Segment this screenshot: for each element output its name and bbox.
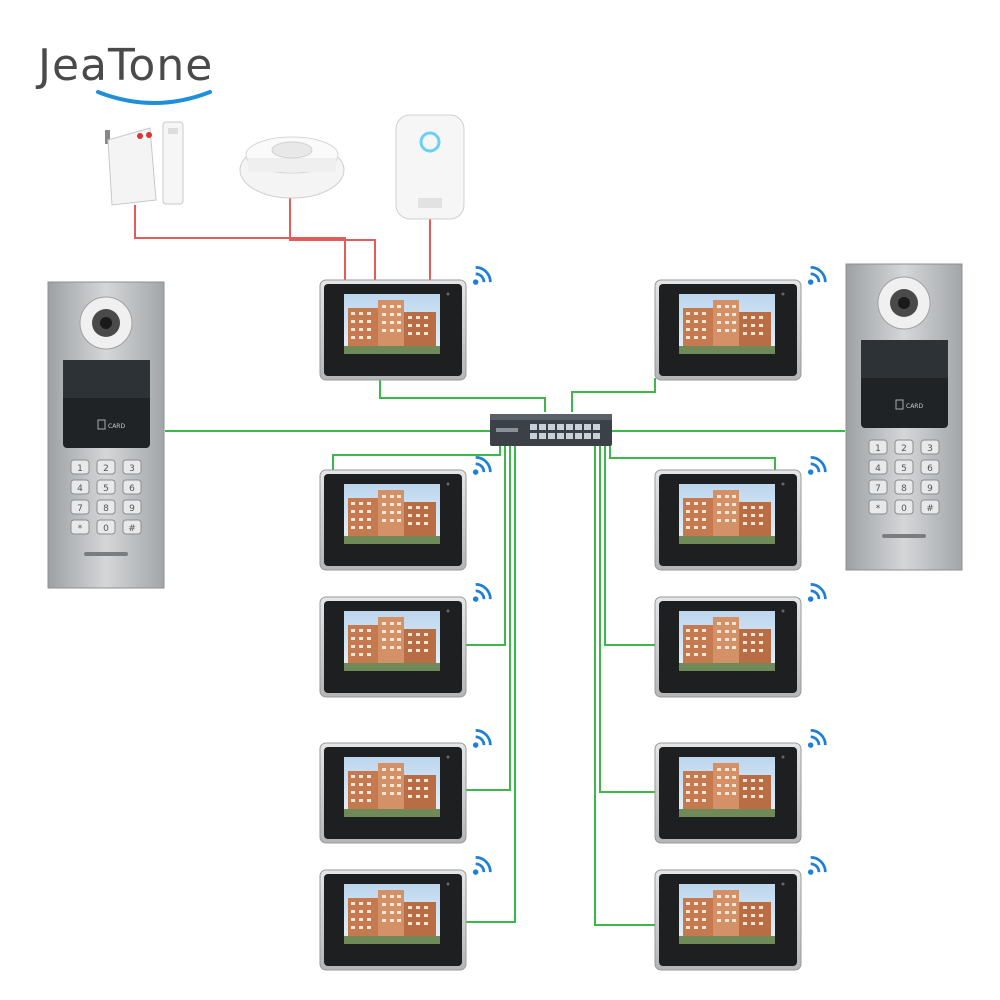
keypad-key-label: 9	[927, 484, 933, 494]
keypad-key	[70, 459, 90, 475]
cable-left-4	[465, 446, 511, 791]
monitor-left-4	[319, 742, 467, 844]
alarm-wiring	[134, 195, 431, 282]
cable-right-4	[599, 446, 655, 793]
cable-right-1	[571, 378, 656, 412]
door-station-left: CARD 1 2 3 4 5 6 7 8 9 * 0 #	[47, 281, 165, 589]
keypad-key	[868, 439, 888, 455]
monitor-right-5	[654, 869, 802, 971]
keypad-key	[122, 519, 142, 535]
monitor-right-1	[654, 279, 802, 381]
cable-left-1	[379, 378, 546, 412]
wifi-icon	[807, 722, 829, 749]
keypad-key	[868, 479, 888, 495]
keypad-key-label: *	[876, 504, 881, 514]
wifi-icon	[472, 849, 494, 876]
keypad-key-label: 9	[129, 504, 135, 514]
keypad-key-label: 3	[129, 464, 135, 474]
network-wiring	[165, 378, 845, 926]
keypad-key-label: 8	[901, 484, 907, 494]
cable-right-5	[594, 446, 655, 926]
keypad-key	[868, 499, 888, 515]
keypad-key	[920, 439, 940, 455]
keypad-key	[122, 499, 142, 515]
keypad-key	[70, 499, 90, 515]
keypad-key-label: 4	[77, 484, 83, 494]
keypad-key-label: 2	[901, 444, 907, 454]
keypad-key	[96, 459, 116, 475]
monitor-left-1	[319, 279, 467, 381]
keypad-key	[96, 519, 116, 535]
keypad-key	[920, 499, 940, 515]
keypad-key	[70, 519, 90, 535]
network-switch-icon	[490, 414, 612, 446]
monitor-left-5	[319, 869, 467, 971]
cable-left-3	[465, 446, 506, 646]
keypad-key	[894, 439, 914, 455]
card-label: CARD	[906, 403, 923, 410]
keypad-key-label: 2	[103, 464, 109, 474]
keypad-key-label: 1	[875, 444, 881, 454]
keypad-key-label: 0	[103, 524, 109, 534]
keypad-key-label: 0	[901, 504, 907, 514]
card-label: CARD	[108, 423, 125, 430]
logo-swoosh-icon	[96, 90, 212, 105]
keypad-key	[920, 479, 940, 495]
keypad-key	[868, 459, 888, 475]
keypad-key	[894, 499, 914, 515]
monitor-group	[319, 259, 829, 971]
smoke-detector-wire	[289, 195, 376, 282]
keypad-key-label: 6	[129, 484, 135, 494]
door-station-right: CARD 1 2 3 4 5 6 7 8 9 * 0 #	[845, 263, 963, 571]
keypad-key-label: 8	[103, 504, 109, 514]
keypad-key-label: 1	[77, 464, 83, 474]
keypad-key	[96, 499, 116, 515]
wifi-icon	[807, 259, 829, 286]
keypad-key-label: 5	[901, 464, 907, 474]
cable-right-3	[604, 446, 655, 646]
keypad-key-label: 7	[77, 504, 83, 514]
keypad-key-label: 5	[103, 484, 109, 494]
wifi-icon	[807, 576, 829, 603]
brand-name: JeaTone	[38, 40, 214, 91]
keypad-key	[96, 479, 116, 495]
keypad-key-label: #	[926, 504, 934, 514]
keypad-key-label: #	[128, 524, 136, 534]
keypad-key-label: 3	[927, 444, 933, 454]
cable-right-2	[609, 446, 776, 470]
wifi-icon	[472, 576, 494, 603]
wifi-icon	[472, 259, 494, 286]
wifi-icon	[807, 849, 829, 876]
keypad-key	[894, 479, 914, 495]
monitor-left-2	[319, 469, 467, 571]
monitor-left-3	[319, 596, 467, 698]
keypad-key	[70, 479, 90, 495]
keypad-key-label: 6	[927, 464, 933, 474]
keypad-key-label: 7	[875, 484, 881, 494]
keypad-key-label: 4	[875, 464, 881, 474]
keypad-key-label: *	[78, 524, 83, 534]
door-sensor-wire	[134, 205, 346, 282]
cable-left-5	[465, 446, 516, 923]
smoke-detector-icon	[239, 136, 345, 199]
cable-left-2	[332, 446, 501, 470]
door-sensor-icon	[105, 121, 184, 206]
keypad-key	[920, 459, 940, 475]
wifi-icon	[472, 722, 494, 749]
wifi-icon	[807, 449, 829, 476]
monitor-right-2	[654, 469, 802, 571]
keypad-key	[894, 459, 914, 475]
monitor-right-4	[654, 742, 802, 844]
keypad-key	[122, 459, 142, 475]
monitor-right-3	[654, 596, 802, 698]
keypad-key	[122, 479, 142, 495]
gas-detector-icon	[395, 114, 465, 220]
brand-logo: JeaTone	[38, 36, 278, 106]
